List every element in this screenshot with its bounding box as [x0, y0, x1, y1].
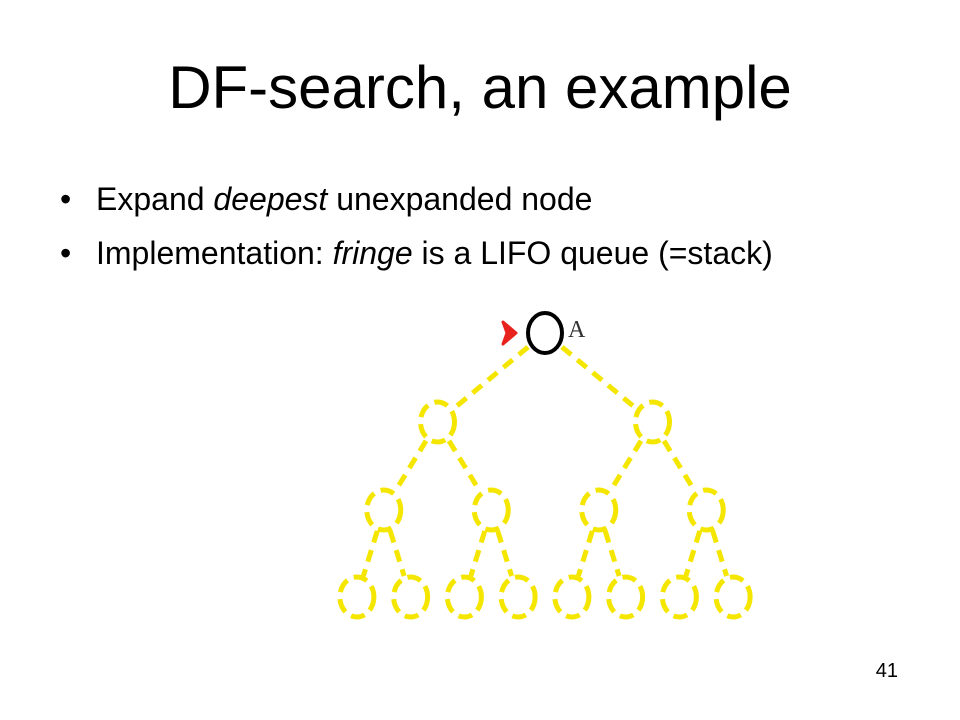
tree-node: [391, 574, 431, 620]
tree-root-node: [526, 311, 564, 355]
tree-node: [498, 574, 538, 620]
tree-node: [471, 487, 511, 533]
tree-edge: [468, 530, 488, 577]
page-number: 41: [875, 660, 898, 682]
tree-edge: [661, 439, 697, 493]
tree-edge: [452, 345, 530, 410]
tree-edge: [683, 530, 703, 577]
tree-edge: [602, 530, 622, 577]
bullet-emphasis: deepest: [213, 181, 328, 217]
tree-edge: [446, 439, 482, 493]
tree-nodes: [337, 311, 753, 620]
tree-edges: [360, 345, 730, 577]
tree-node: [633, 399, 672, 445]
bullet-item: • Expand deepest unexpanded node: [60, 172, 773, 226]
tree-node: [552, 574, 592, 620]
bullet-text: Expand: [96, 181, 214, 217]
bullet-emphasis: fringe: [332, 235, 413, 271]
tree-edge: [360, 530, 380, 577]
bullet-text: Implementation:: [96, 235, 333, 271]
bullet-text: is a LIFO queue (=stack): [412, 235, 773, 271]
bullet-item: • Implementation: fringe is a LIFO queue…: [60, 226, 773, 280]
tree-edge: [387, 530, 407, 577]
tree-node: [579, 487, 619, 533]
bullet-text: unexpanded node: [327, 181, 593, 217]
tree-node: [659, 574, 699, 620]
tree-edge: [608, 439, 644, 493]
root-node-label: A: [568, 317, 586, 343]
tree-edge: [495, 530, 515, 577]
tree-edge: [710, 530, 730, 577]
tree-node: [364, 487, 404, 533]
tree-edge: [575, 530, 595, 577]
tree-edge: [393, 439, 429, 493]
fringe-pointer-icon: [501, 320, 518, 346]
tree-node: [713, 574, 753, 620]
slide-title: DF-search, an example: [168, 54, 792, 121]
bullet-list: • Expand deepest unexpanded node • Imple…: [60, 172, 773, 280]
tree-node: [606, 574, 646, 620]
tree-edge: [560, 345, 638, 410]
bullet-dot: •: [60, 235, 72, 271]
tree-node: [418, 399, 457, 445]
tree-node: [337, 574, 377, 620]
bullet-dot: •: [60, 181, 72, 217]
search-tree-diagram: A: [337, 311, 753, 620]
tree-node: [686, 487, 726, 533]
tree-node: [444, 574, 484, 620]
